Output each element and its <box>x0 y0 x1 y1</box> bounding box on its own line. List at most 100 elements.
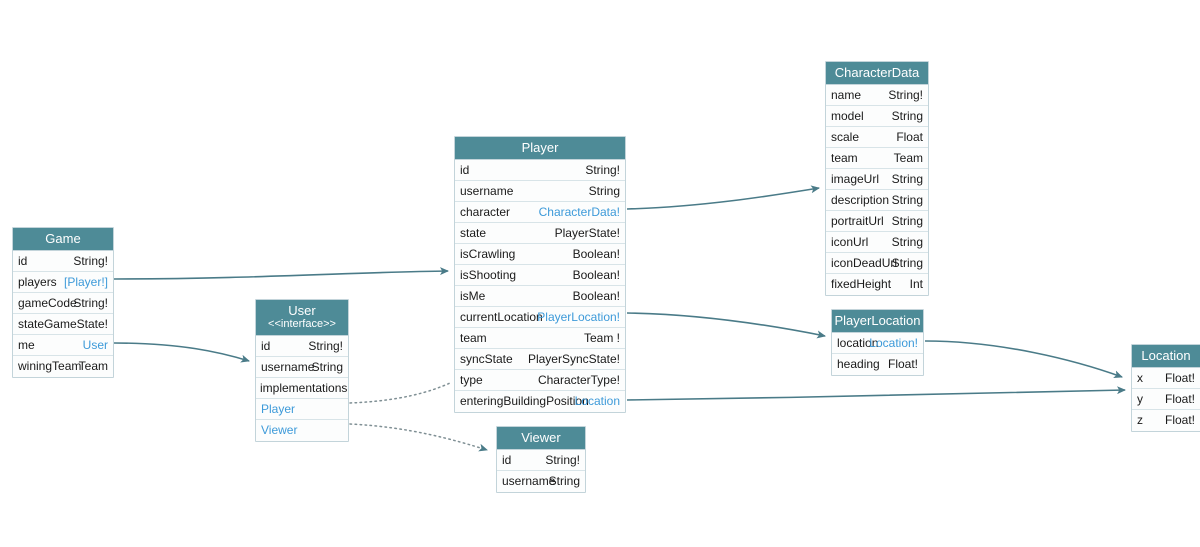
entity-viewer[interactable]: Viewer id String! username String <box>496 426 586 493</box>
field-row[interactable]: players [Player!] <box>13 272 113 293</box>
field-type: Boolean! <box>572 247 620 261</box>
field-type: Float! <box>1164 413 1195 427</box>
field-type: PlayerState! <box>554 226 620 240</box>
field-row[interactable]: id String! <box>13 251 113 272</box>
field-name: name <box>831 88 862 102</box>
field-type: String <box>891 235 923 249</box>
implementation-name[interactable]: Player <box>261 402 296 416</box>
field-type: String <box>891 256 923 270</box>
field-row[interactable]: state GameState! <box>13 314 113 335</box>
field-row[interactable]: iconUrl String <box>826 232 928 253</box>
field-row[interactable]: enteringBuildingPosition Location <box>455 391 625 412</box>
field-name: state <box>18 317 45 331</box>
field-row[interactable]: portraitUrl String <box>826 211 928 232</box>
field-row[interactable]: winingTeam Team <box>13 356 113 377</box>
field-type: Team <box>78 359 108 373</box>
field-row[interactable]: id String! <box>455 160 625 181</box>
entity-user-name: User <box>288 303 316 318</box>
field-type-link[interactable]: User <box>82 338 108 352</box>
implementations-label: implementations <box>260 381 348 395</box>
field-type-link[interactable]: Location! <box>869 336 918 350</box>
field-name: winingTeam <box>18 359 82 373</box>
field-name: players <box>18 275 57 289</box>
implementation-row-player[interactable]: Player <box>256 399 348 420</box>
field-type: String! <box>308 339 343 353</box>
field-row[interactable]: isMe Boolean! <box>455 286 625 307</box>
field-row[interactable]: heading Float! <box>832 354 923 375</box>
field-row[interactable]: isCrawling Boolean! <box>455 244 625 265</box>
field-type: GameState! <box>43 317 108 331</box>
field-name: scale <box>831 130 860 144</box>
field-type: Team ! <box>583 331 620 345</box>
field-name: username <box>502 474 556 488</box>
field-row[interactable]: state PlayerState! <box>455 223 625 244</box>
field-name: syncState <box>460 352 513 366</box>
field-row[interactable]: z Float! <box>1132 410 1200 431</box>
entity-user[interactable]: User <<interface>> id String! username S… <box>255 299 349 442</box>
field-type-link[interactable]: [Player!] <box>63 275 108 289</box>
field-row[interactable]: x Float! <box>1132 368 1200 389</box>
implementation-row-viewer[interactable]: Viewer <box>256 420 348 441</box>
entity-characterdata-title: CharacterData <box>826 62 928 85</box>
field-type: String <box>891 109 923 123</box>
entity-player[interactable]: Player id String! username String charac… <box>454 136 626 413</box>
edge-playerlocation-location-to-location <box>924 340 1123 379</box>
field-name: id <box>502 453 512 467</box>
field-row[interactable]: iconDeadUrl String <box>826 253 928 274</box>
field-type: String <box>891 193 923 207</box>
field-row[interactable]: character CharacterData! <box>455 202 625 223</box>
field-name: z <box>1137 413 1143 427</box>
field-row[interactable]: syncState PlayerSyncState! <box>455 349 625 370</box>
entity-playerlocation-title: PlayerLocation <box>832 310 923 333</box>
field-row[interactable]: id String! <box>256 336 348 357</box>
field-row[interactable]: imageUrl String <box>826 169 928 190</box>
field-row[interactable]: team Team <box>826 148 928 169</box>
field-row[interactable]: username String <box>455 181 625 202</box>
entity-game-title: Game <box>13 228 113 251</box>
field-type: PlayerSyncState! <box>527 352 620 366</box>
field-type: String <box>548 474 580 488</box>
entity-location[interactable]: Location x Float! y Float! z Float! <box>1131 344 1200 432</box>
field-row[interactable]: gameCode String! <box>13 293 113 314</box>
entity-viewer-title: Viewer <box>497 427 585 450</box>
entity-characterdata[interactable]: CharacterData name String! model String … <box>825 61 929 296</box>
field-name: iconDeadUrl <box>831 256 898 270</box>
field-row[interactable]: currentLocation PlayerLocation! <box>455 307 625 328</box>
field-row[interactable]: team Team ! <box>455 328 625 349</box>
implementation-name[interactable]: Viewer <box>261 423 298 437</box>
field-row[interactable]: username String <box>256 357 348 378</box>
field-row[interactable]: description String <box>826 190 928 211</box>
entity-playerlocation[interactable]: PlayerLocation location Location! headin… <box>831 309 924 376</box>
entity-game[interactable]: Game id String! players [Player!] gameCo… <box>12 227 114 378</box>
field-type: CharacterType! <box>537 373 620 387</box>
field-type: Team <box>893 151 923 165</box>
field-row[interactable]: id String! <box>497 450 585 471</box>
field-row[interactable]: y Float! <box>1132 389 1200 410</box>
edge-user-impl-player <box>349 382 451 404</box>
field-row[interactable]: model String <box>826 106 928 127</box>
field-type: Float! <box>887 357 918 371</box>
field-type-link[interactable]: CharacterData! <box>538 205 620 219</box>
field-row[interactable]: type CharacterType! <box>455 370 625 391</box>
field-row[interactable]: me User <box>13 335 113 356</box>
field-name: y <box>1137 392 1143 406</box>
field-name: type <box>460 373 483 387</box>
field-row[interactable]: username String <box>497 471 585 492</box>
field-row[interactable]: isShooting Boolean! <box>455 265 625 286</box>
field-type-link[interactable]: Location <box>574 394 620 408</box>
field-row[interactable]: scale Float <box>826 127 928 148</box>
field-name: currentLocation <box>460 310 543 324</box>
field-name: heading <box>837 357 880 371</box>
field-name: imageUrl <box>831 172 880 186</box>
field-row[interactable]: fixedHeight Int <box>826 274 928 295</box>
field-name: iconUrl <box>831 235 869 249</box>
field-type: String <box>891 214 923 228</box>
field-row[interactable]: location Location! <box>832 333 923 354</box>
field-name: id <box>18 254 28 268</box>
edge-player-currentlocation-to-playerlocation <box>626 312 826 339</box>
field-type-link[interactable]: PlayerLocation! <box>537 310 620 324</box>
field-name: id <box>261 339 271 353</box>
field-type: String <box>311 360 343 374</box>
field-name: state <box>460 226 487 240</box>
field-row[interactable]: name String! <box>826 85 928 106</box>
